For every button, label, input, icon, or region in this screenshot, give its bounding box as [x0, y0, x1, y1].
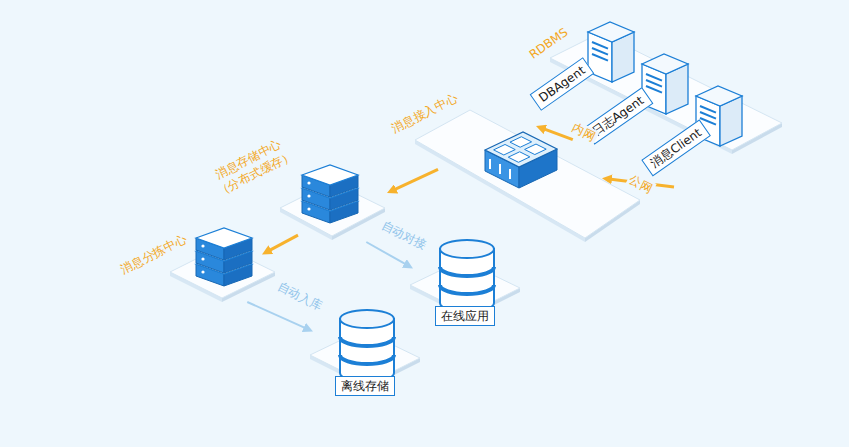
node-label: 日志Agent [583, 87, 653, 144]
node-heading: RDBMS [527, 25, 572, 63]
platform-side [280, 208, 332, 240]
node-heading: 消息接入中心 [389, 91, 460, 138]
node-heading: 消息存储中心 （分布式缓存） [204, 132, 299, 201]
agent-server: 消息Client [676, 86, 748, 205]
building-icon [485, 132, 557, 188]
edge-label: 自动对接 [378, 217, 431, 253]
platform-side [415, 140, 585, 242]
flow-arrow [543, 128, 573, 139]
flow-arrow [609, 179, 674, 187]
platform-side [170, 272, 222, 302]
node-label: DBAgent [530, 57, 595, 111]
database: 离线存储 [315, 310, 415, 396]
platform-side [732, 123, 782, 154]
flow-arrow [247, 302, 306, 329]
platform-top [280, 182, 385, 236]
node-label: 消息Client [641, 120, 710, 177]
platform-side [585, 200, 640, 242]
node-label: 离线存储 [335, 376, 395, 396]
server-stack-icon [302, 165, 358, 223]
sorting-cluster: 消息分拣中心 [175, 232, 260, 300]
flow-arrow [366, 242, 407, 265]
database-icon [340, 310, 394, 382]
platform-top [415, 110, 640, 238]
server-stack-icon [196, 228, 252, 286]
database: 在线应用 [415, 240, 515, 326]
source-platform: RDBMSDBAgent日志Agent消息Client [530, 18, 786, 158]
server-icon [588, 22, 634, 82]
storage-cluster: 消息存储中心 （分布式缓存） [300, 170, 385, 240]
flow-arrow [393, 169, 438, 190]
platform-side [332, 208, 385, 240]
platform-side [222, 272, 275, 302]
edge-label: 自动入库 [274, 278, 327, 314]
access-hub: 消息接入中心 [440, 128, 600, 216]
database-icon [440, 240, 494, 312]
platform-top [170, 246, 275, 298]
platform-top [550, 33, 782, 150]
node-heading: 消息分拣中心 [118, 232, 189, 279]
node-label: 在线应用 [435, 306, 495, 326]
flow-arrow [268, 235, 298, 251]
